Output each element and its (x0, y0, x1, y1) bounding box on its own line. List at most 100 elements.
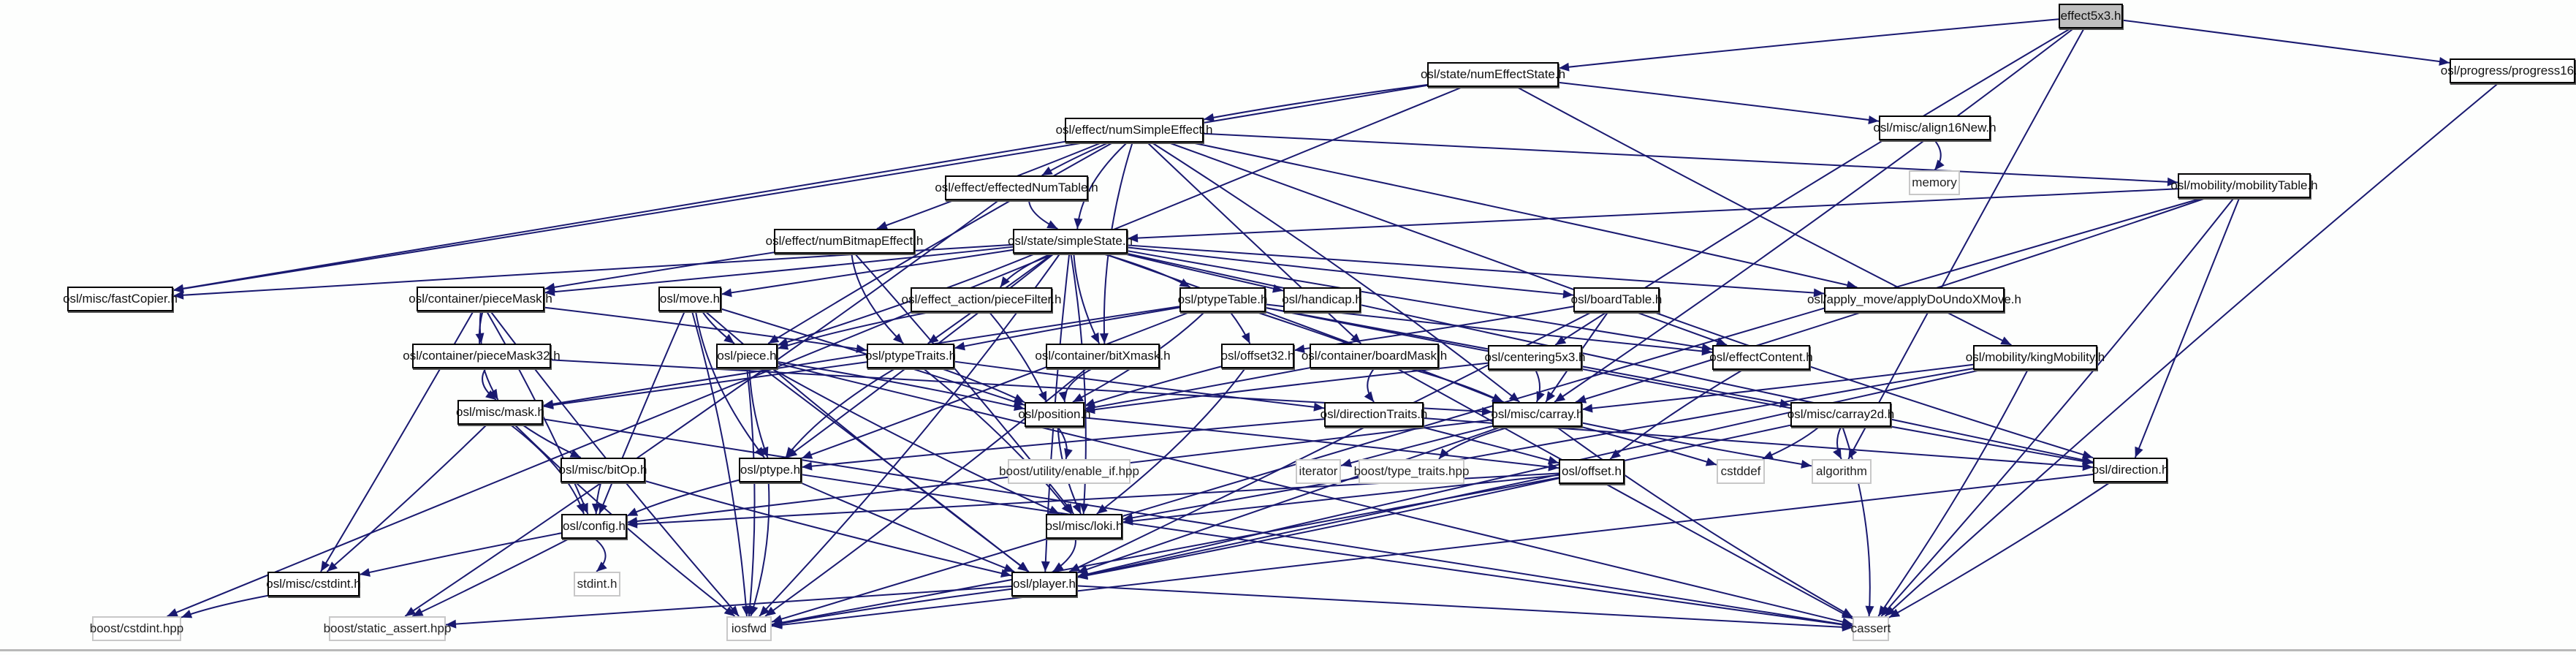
arrowhead-icon (1841, 607, 1853, 617)
node-effected-num-table[interactable]: osl/effect/effectedNumTable.h (935, 175, 1098, 200)
node-effect-content[interactable]: osl/effectContent.h (1709, 345, 1813, 370)
node-progress16[interactable]: osl/progress/progress16.h (2441, 58, 2576, 83)
node-mobility-table[interactable]: osl/mobility/mobilityTable.h (2170, 173, 2318, 198)
node-offset[interactable]: osl/offset.h (1559, 459, 1625, 484)
node-bit-op[interactable]: osl/misc/bitOp.h (559, 458, 647, 482)
edge-pieceMask-to-ptypeTraits (544, 306, 867, 352)
node-cstdint-osl[interactable]: osl/misc/cstdint.h (266, 572, 361, 597)
node-player[interactable]: osl/player.h (1011, 572, 1077, 597)
node-piece-mask[interactable]: osl/container/pieceMask.h (409, 287, 552, 311)
edge-boardTable-to-direction (1653, 311, 2094, 459)
edge-simpleState-to-handicap (1123, 253, 1284, 292)
edge-root-to-carray (1554, 28, 2074, 403)
edge-directionTraits-to-offset (1421, 426, 1559, 464)
node-config[interactable]: osl/config.h (561, 514, 627, 539)
edge-mobilityTable-to-cassert (1880, 197, 2235, 617)
edge-numSimpleEffect-to-mobilityTable (1203, 132, 2178, 183)
node-handicap[interactable]: osl/handicap.h (1282, 287, 1362, 312)
node-board-table[interactable]: osl/boardTable.h (1571, 287, 1662, 312)
node-centering[interactable]: osl/centering5x3.h (1485, 345, 1586, 370)
node-algorithm: algorithm (1812, 459, 1872, 484)
edge-player-to-iosfwd (771, 588, 1012, 626)
arrowhead-icon (446, 619, 457, 629)
node-position[interactable]: osl/position.h (1018, 402, 1091, 427)
edge-mask-to-config (509, 424, 585, 515)
arrowhead-icon (1041, 561, 1050, 572)
arrowhead-icon (1610, 449, 1621, 459)
node-memory: memory (1909, 170, 1960, 195)
edge-carray-to-iterator (1340, 425, 1493, 466)
arrowhead-icon (1017, 561, 1028, 572)
arrowhead-icon (749, 605, 759, 616)
arrowhead-icon (360, 568, 371, 577)
arrowhead-icon (167, 608, 178, 617)
node-piece[interactable]: osl/piece.h (716, 344, 778, 368)
arrowhead-icon (1341, 458, 1353, 467)
node-offset32[interactable]: osl/offset32.h (1221, 344, 1294, 368)
node-iterator: iterator (1296, 459, 1341, 484)
node-num-bitmap-effect[interactable]: osl/effect/numBitmapEffect.h (766, 229, 923, 254)
arrowhead-icon (1364, 391, 1375, 402)
node-direction-traits[interactable]: osl/directionTraits.h (1321, 402, 1427, 427)
edge-position-to-offset (1084, 417, 1559, 469)
edge-carray-to-algorithm (1581, 422, 1812, 467)
node-align16-new[interactable]: osl/misc/align16New.h (1873, 116, 1996, 140)
arrowhead-icon (1705, 457, 1717, 466)
node-fast-copier[interactable]: osl/misc/fastCopier.h (63, 287, 178, 311)
edge-ptype-to-player (799, 482, 1015, 572)
arrowhead-icon (405, 607, 417, 616)
arrowhead-icon (1064, 447, 1073, 459)
node-bit-xmask[interactable]: osl/container/bitXmask.h (1035, 344, 1171, 368)
node-loki[interactable]: osl/misc/loki.h (1046, 514, 1122, 539)
edge-kingMobility-to-loki (1122, 368, 1974, 520)
node-direction[interactable]: osl/direction.h (2092, 458, 2168, 482)
node-king-mobility[interactable]: osl/mobility/kingMobility.h (1966, 345, 2105, 370)
arrowhead-icon (1701, 347, 1712, 356)
edge-kingMobility-to-player (1076, 369, 1981, 578)
edge-config-to-cstdintOsl (359, 532, 562, 576)
node-type-traits: boost/type_traits.hpp (1354, 459, 1469, 484)
edge-offset-to-loki (1122, 474, 1559, 523)
edge-piece-to-cassert (777, 363, 1853, 625)
edge-move-to-ptype (695, 311, 765, 458)
arrowhead-icon (778, 341, 789, 350)
edge-ptypeTraits-to-loki (922, 368, 1072, 515)
edge-simpleState-to-bitXmask (1073, 253, 1101, 344)
arrowhead-icon (1052, 562, 1064, 572)
node-board-mask[interactable]: osl/container/boardMask.h (1302, 344, 1447, 368)
edge-kingMobility-to-carray (1581, 363, 1974, 410)
node-root[interactable]: effect5x3.h (2059, 4, 2123, 29)
arrowhead-icon (1547, 455, 1559, 465)
edge-pieceFilter-to-position (989, 311, 1048, 403)
node-carray2d[interactable]: osl/misc/carray2d.h (1787, 402, 1894, 427)
edge-root-to-algorithm (1847, 28, 2085, 460)
arrowhead-icon (2000, 336, 2012, 345)
edge-carray-to-player (1076, 426, 1502, 574)
edge-carray-to-cassert (1556, 426, 1853, 618)
arrowhead-icon (1491, 393, 1503, 402)
edge-root-to-progress16 (2122, 19, 2450, 64)
node-piece-filter[interactable]: osl/effect_action/pieceFilter.h (902, 287, 1061, 312)
arrowhead-icon (1072, 393, 1084, 402)
node-ptype[interactable]: osl/ptype.h (739, 458, 802, 482)
node-ptype-table[interactable]: osl/ptypeTable.h (1178, 287, 1267, 312)
edge-piece-to-iosfwd (746, 368, 756, 617)
node-move[interactable]: osl/move.h (658, 287, 721, 311)
arrowhead-icon (320, 560, 330, 572)
edge-offset-to-iosfwd (771, 477, 1559, 626)
node-mask[interactable]: osl/misc/mask.h (456, 400, 544, 425)
node-static-assert: boost/static_assert.hpp (324, 616, 451, 641)
arrowhead-icon (1128, 233, 1139, 243)
node-carray[interactable]: osl/misc/carray.h (1491, 402, 1584, 427)
node-num-effect-state[interactable]: osl/state/numEffectState.h (1421, 62, 1565, 87)
node-simple-state[interactable]: osl/state/simpleState.h (1008, 229, 1133, 254)
edge-effectedNumTable-to-staticAssert (404, 200, 1000, 617)
edge-piece-to-position (777, 360, 1025, 410)
arrowhead-icon (1084, 405, 1095, 414)
node-ptype-traits[interactable]: osl/ptypeTraits.h (865, 344, 956, 368)
node-num-simple-effect[interactable]: osl/effect/numSimpleEffect.h (1056, 118, 1212, 143)
edge-piece-to-ptype (748, 368, 769, 458)
node-piece-mask32[interactable]: osl/container/pieceMask32.h (403, 344, 561, 368)
node-apply-do-undo[interactable]: osl/apply_move/applyDoUndoXMove.h (1807, 287, 2021, 312)
